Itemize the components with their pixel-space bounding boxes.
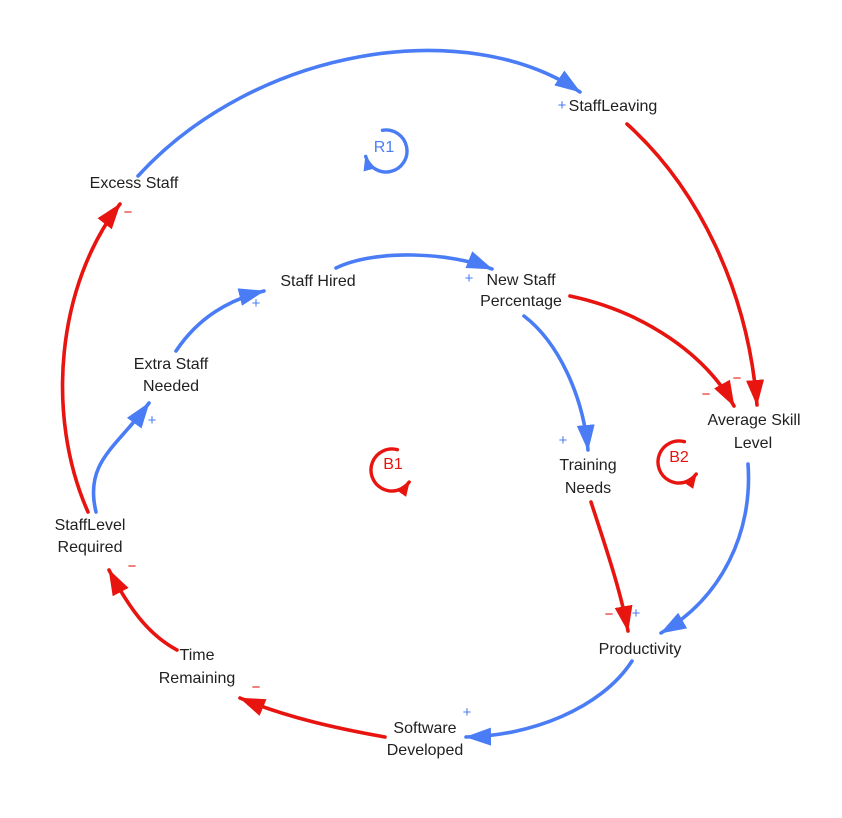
edge-new-staff-percentage-to-average-skill-level — [568, 294, 736, 408]
edge-staff-hired-to-new-staff-percentage — [334, 251, 494, 271]
edge-time-remaining-to-staff-level-required — [107, 568, 179, 652]
node-time-remaining-line1: Time — [180, 647, 215, 664]
node-staff-hired: Staff Hired — [280, 273, 355, 290]
node-productivity: Productivity — [599, 641, 682, 658]
edge-software-developed-to-time-remaining — [238, 696, 387, 739]
sign-software-developed: + — [463, 704, 472, 721]
sign-productivity-from-skill: + — [632, 605, 641, 622]
node-excess-staff: Excess Staff — [90, 175, 179, 192]
node-extra-staff-needed-line2: Needed — [143, 378, 199, 395]
loop-indicators: R1 B1 B2 — [363, 128, 698, 497]
sign-staff-hired: + — [252, 295, 261, 312]
node-average-skill-level-line1: Average Skill — [707, 412, 800, 429]
sign-extra-staff-needed: + — [148, 412, 157, 429]
sign-time-remaining: − — [252, 679, 261, 696]
sign-new-staff-percentage: + — [465, 270, 474, 287]
sign-staff-level-required: − — [128, 558, 137, 575]
sign-training-needs: + — [559, 432, 568, 449]
sign-excess-staff: − — [124, 204, 133, 221]
edge-staff-level-required-to-extra-staff-needed — [91, 401, 151, 514]
sign-average-skill-level-from-staff-leaving: − — [733, 370, 742, 387]
edge-extra-staff-needed-to-staff-hired — [174, 288, 266, 353]
edge-average-skill-level-to-productivity — [659, 462, 751, 635]
sign-average-skill-level-from-percentage: − — [702, 386, 711, 403]
polarity-signs: + − + + + − − + − + − − + — [124, 97, 742, 721]
node-extra-staff-needed: Extra Staff Needed — [134, 356, 209, 395]
node-software-developed-line1: Software — [393, 720, 456, 737]
sign-staff-leaving: + — [558, 97, 567, 114]
sign-productivity-from-training: − — [605, 606, 614, 623]
edge-staff-level-required-to-excess-staff — [60, 202, 122, 514]
node-staff-leaving: StaffLeaving — [569, 98, 658, 115]
node-staff-level-required: StaffLevel Required — [55, 517, 126, 556]
node-new-staff-percentage-line2: Percentage — [480, 293, 562, 310]
node-software-developed: Software Developed — [387, 720, 464, 759]
edge-staff-leaving-to-average-skill-level — [625, 122, 765, 407]
edges — [60, 48, 765, 746]
edge-productivity-to-software-developed — [464, 659, 634, 746]
node-staff-leaving-label: StaffLeaving — [569, 98, 658, 115]
nodes: Excess Staff StaffLeaving Staff Hired Ne… — [55, 98, 801, 759]
node-time-remaining: Time Remaining — [159, 647, 235, 687]
loop-r1-label: R1 — [374, 139, 395, 156]
loop-r1-arc — [363, 128, 409, 174]
node-average-skill-level: Average Skill Level — [707, 412, 800, 452]
loop-b2-label: B2 — [669, 449, 689, 466]
node-average-skill-level-line2: Level — [734, 435, 772, 452]
edge-training-needs-to-productivity — [589, 500, 633, 633]
node-time-remaining-line2: Remaining — [159, 670, 235, 687]
node-excess-staff-label: Excess Staff — [90, 175, 179, 192]
node-staff-level-required-line2: Required — [58, 539, 123, 556]
node-new-staff-percentage: New Staff Percentage — [480, 272, 562, 310]
loop-b1-arc — [369, 447, 411, 497]
node-training-needs-line2: Needs — [565, 480, 611, 497]
edge-excess-staff-to-staff-leaving — [136, 48, 582, 178]
node-software-developed-line2: Developed — [387, 742, 464, 759]
node-new-staff-percentage-line1: New Staff — [486, 272, 556, 289]
node-extra-staff-needed-line1: Extra Staff — [134, 356, 209, 373]
edge-new-staff-percentage-to-training-needs — [522, 314, 595, 452]
node-productivity-label: Productivity — [599, 641, 682, 658]
loop-b1-label: B1 — [383, 456, 403, 473]
node-training-needs-line1: Training — [559, 457, 616, 474]
node-staff-hired-label: Staff Hired — [280, 273, 355, 290]
node-staff-level-required-line1: StaffLevel — [55, 517, 126, 534]
node-training-needs: Training Needs — [559, 457, 616, 497]
loop-b2-arc — [656, 439, 698, 489]
